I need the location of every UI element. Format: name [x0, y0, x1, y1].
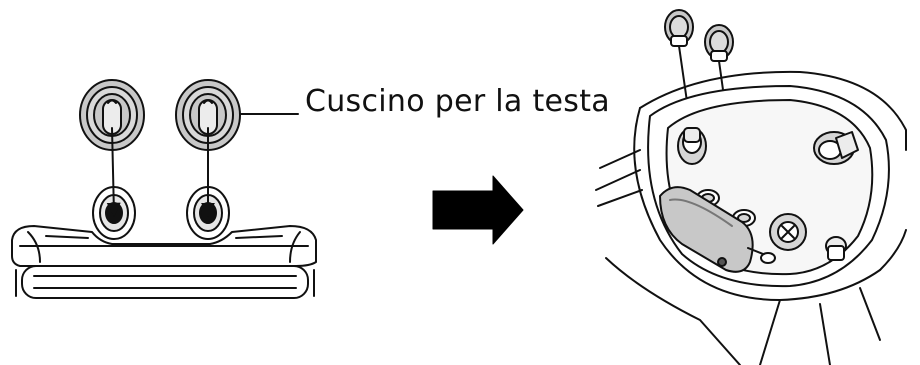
knob-socket: [677, 127, 707, 165]
seat-frame: [11, 225, 317, 299]
gear-cap: [769, 213, 807, 251]
head-cushion-right: [175, 79, 241, 151]
insert-arrow-left: [106, 127, 121, 217]
left-view: [11, 79, 317, 299]
side-fitting: [825, 236, 847, 261]
right-view: [595, 9, 907, 365]
headrest-pad: [659, 186, 776, 273]
callout-label-head-cushion: Cuscino per la testa: [305, 84, 610, 119]
head-cushion-lifted-2: [704, 24, 734, 62]
right-arrow-icon: [432, 175, 524, 245]
key-lock: [813, 131, 859, 165]
head-cushion-left: [79, 79, 145, 151]
head-cushion-lifted-1: [664, 9, 694, 47]
